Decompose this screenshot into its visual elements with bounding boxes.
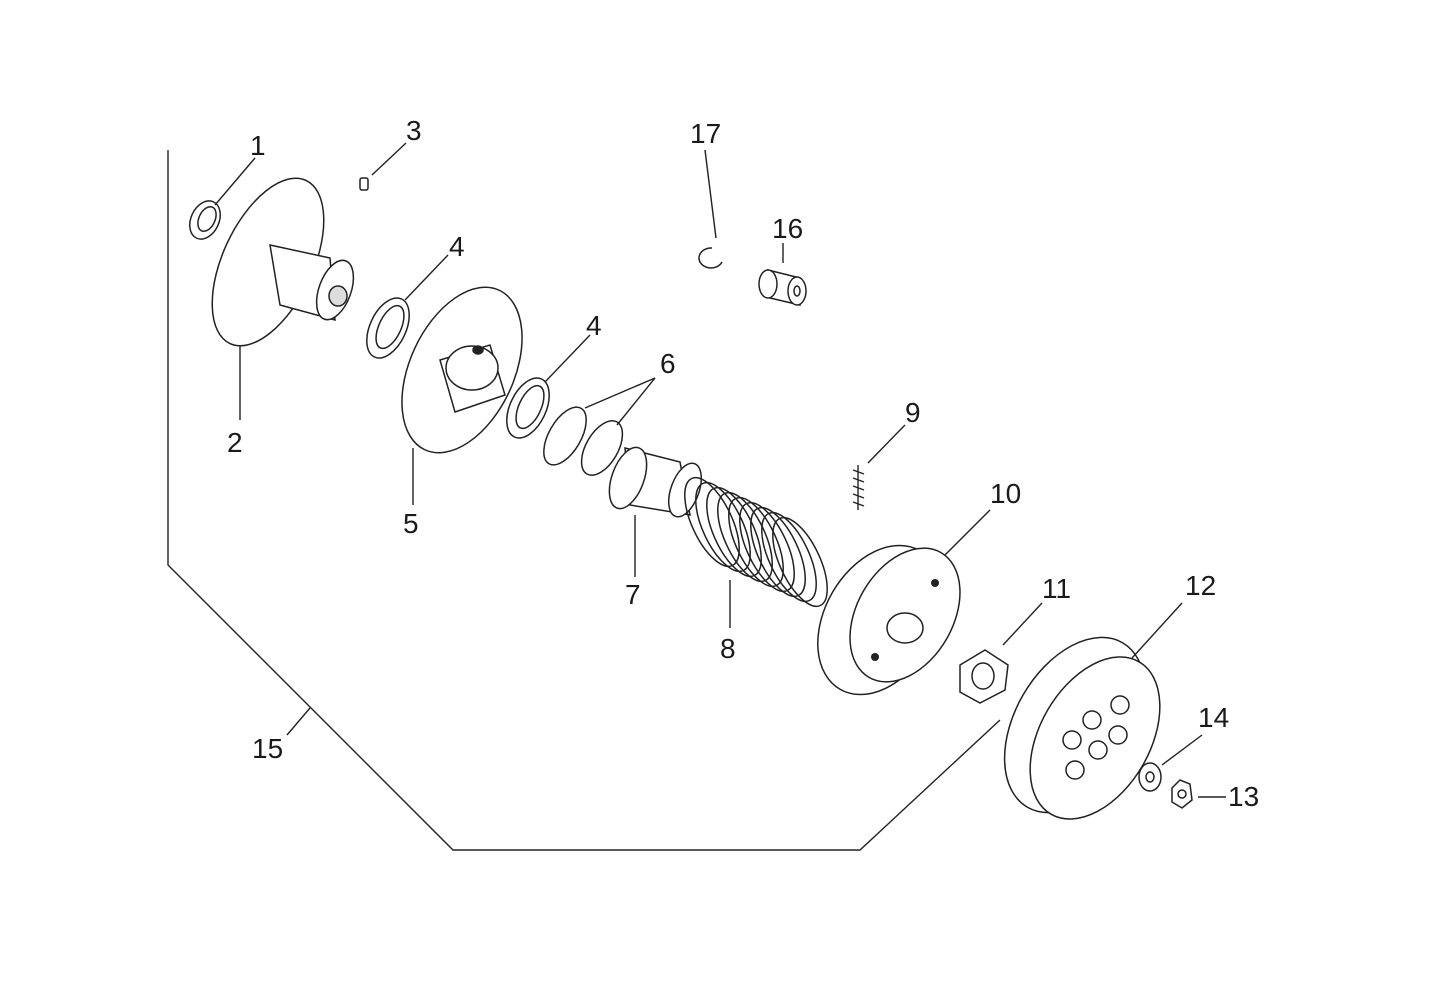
callout-3: 3 [406,115,422,146]
part-11-nut [959,649,1009,704]
callout-5: 5 [403,508,419,539]
assembly-bracket-line [167,150,1001,851]
callout-11: 11 [1042,573,1071,604]
callout-17: 17 [690,118,721,149]
spring-coil [728,496,784,588]
callout-10: 10 [990,478,1021,509]
part-9-clutch-spring [852,465,865,510]
callout-1: 1 [250,130,266,161]
spring-coil [717,491,773,583]
part-6-o-rings [543,406,624,476]
callout-15: 15 [252,733,283,764]
spring-coil [706,486,762,578]
callout-6: 6 [660,348,676,379]
part-8-spring [684,476,828,608]
part-2-driven-pulley-fixed [211,177,355,347]
part-10-clutch-shoes [817,544,961,696]
spring-coil [739,501,795,593]
spring-coil [772,516,828,608]
callout-12: 12 [1185,570,1216,601]
part-13-nut [1171,779,1193,809]
part-3-pin [359,177,369,191]
part-14-washer [1138,762,1162,792]
callout-13: 13 [1228,781,1259,812]
callout-8: 8 [720,633,736,664]
callout-4a: 4 [449,231,465,262]
part-7-collar [608,446,703,518]
part-4-seal-ring-a [366,297,410,359]
callout-14: 14 [1198,702,1229,733]
callout-7: 7 [625,579,641,610]
spring-coil [761,511,817,603]
part-12-clutch-bell [1003,636,1161,820]
spring-coil [750,506,806,598]
part-4-seal-ring-b [506,377,550,439]
part-1-oil-seal [189,200,221,240]
part-5-driven-pulley-movable [401,286,523,454]
callout-2: 2 [227,427,243,458]
callout-labels: 1 3 2 4 5 4 6 7 8 9 10 11 12 14 13 15 16… [227,115,1259,812]
part-17-circlip [698,247,723,269]
leader-lines [214,142,1226,798]
part-16-bush [758,269,807,306]
callout-16: 16 [772,213,803,244]
callout-4b: 4 [586,310,602,341]
callout-9: 9 [905,397,921,428]
